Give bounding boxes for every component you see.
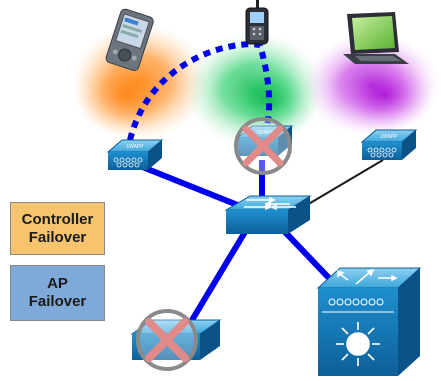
ap-right-label: LWAPP: [381, 134, 399, 140]
coverage-cloud-green: [185, 32, 325, 148]
coverage-cloud-orange: [72, 24, 208, 140]
link-ap-left-to-switch: [128, 159, 257, 215]
controller-failure-mark-icon: [136, 309, 198, 371]
phone-icon: [245, 0, 269, 45]
ap-center-label: LWAPP: [257, 130, 275, 136]
laptop-icon: [343, 12, 409, 64]
core-switch-icon: [316, 267, 422, 376]
legend-controller-failover: Controller Failover: [10, 202, 105, 255]
roaming-path: [127, 41, 273, 141]
coverage-cloud-purple: [304, 33, 440, 137]
failure-mark-icon: [234, 117, 292, 175]
ap-left-label: LWAPP: [127, 144, 145, 150]
network-switch-icon: [224, 195, 312, 234]
access-point-left: LWAPP: [106, 139, 164, 170]
access-point-right: LWAPP: [360, 129, 418, 160]
legend-ap-failover: AP Failover: [10, 265, 105, 321]
pda-icon: [105, 8, 154, 71]
